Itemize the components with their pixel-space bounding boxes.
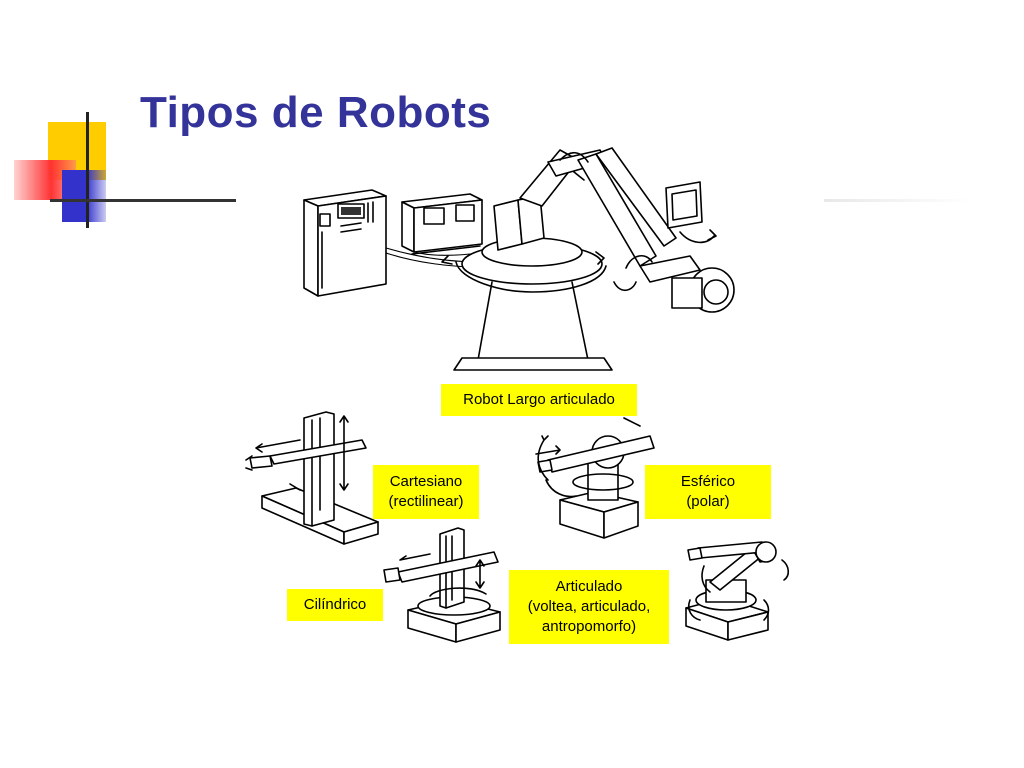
cartesian-robot-illustration [245,411,379,545]
cylindrical-robot-illustration [383,527,501,643]
label-articulado-line2: (voltea, articulado, [527,598,651,615]
controller-cabinet-illustration [303,189,387,297]
label-cartesiano-line2: (rectilinear) [388,493,464,510]
label-articulado-line1: Articulado [555,578,623,595]
label-cilindrico-text: Cilíndrico [303,596,367,613]
label-esferico-line2: (polar) [686,493,730,510]
large-robot-base-illustration [441,237,613,371]
deco-horizontal-line [50,199,236,202]
teach-pendant-box-illustration [401,193,483,255]
label-esferico-line1: Esférico [680,473,736,490]
label-cilindrico: Cilíndrico [287,589,383,621]
deco-blue-square [62,170,106,222]
large-robot-monitor-illustration [665,181,717,244]
articulated-robot-illustration [685,541,790,641]
label-robot-largo-text: Robot Largo articulado [463,391,615,408]
large-robot-arm-illustration [493,147,735,313]
label-cartesiano: Cartesiano (rectilinear) [373,465,479,519]
label-robot-largo-articulado: Robot Largo articulado [441,384,637,416]
spherical-robot-illustration [535,417,655,539]
slide-title: Tipos de Robots [140,88,492,137]
label-articulado: Articulado (voltea, articulado, antropom… [509,570,669,644]
label-cartesiano-line1: Cartesiano [389,473,463,490]
deco-right-fade-line [824,199,974,202]
deco-vertical-line [86,112,89,228]
label-articulado-line3: antropomorfo) [541,618,637,635]
label-esferico: Esférico (polar) [645,465,771,519]
